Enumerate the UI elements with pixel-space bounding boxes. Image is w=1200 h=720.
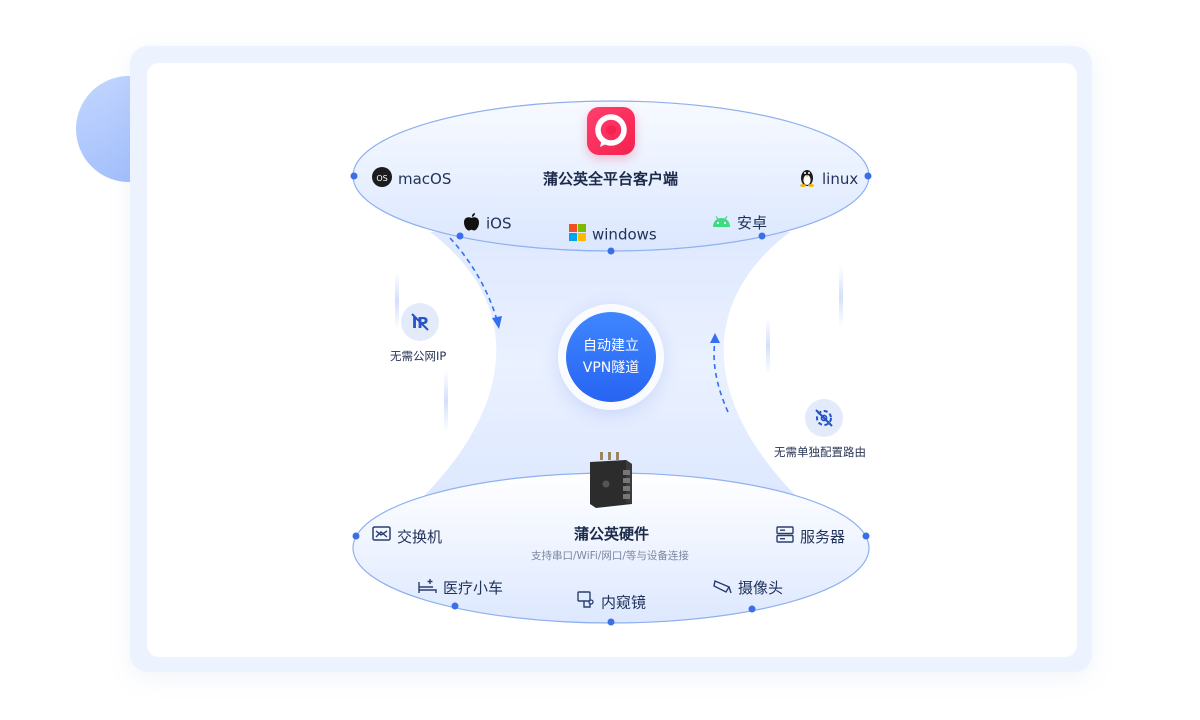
ellipse-dot (607, 247, 615, 255)
android-icon (712, 214, 731, 232)
macos-icon: OS (372, 167, 392, 191)
device-server-label: 服务器 (800, 528, 846, 546)
light-streak (444, 370, 448, 432)
vpn-line2: VPN隧道 (582, 360, 640, 376)
ellipse-dot (862, 532, 870, 540)
macos-badge-text: OS (376, 174, 387, 183)
endoscope-icon (577, 591, 595, 613)
device-camera: 摄像头 (713, 577, 783, 598)
pgy-logo-icon (587, 107, 635, 155)
device-switch-label: 交换机 (397, 528, 443, 546)
light-streak (839, 266, 843, 328)
ellipse-dot (864, 172, 872, 180)
platform-windows-label: windows (592, 225, 657, 244)
device-medical-cart: 医疗小车 (418, 577, 503, 598)
platform-android: 安卓 (712, 212, 767, 233)
platform-macos-label: macOS (398, 170, 452, 188)
linux-penguin-icon (798, 167, 816, 191)
platform-ios-label: iOS (486, 214, 512, 233)
platform-windows: windows (569, 224, 657, 245)
windows-icon (569, 224, 586, 245)
up-arrow-path (713, 339, 729, 413)
apple-icon (463, 212, 480, 235)
ellipse-dot (607, 618, 615, 626)
device-endoscope: 内窥镜 (577, 591, 646, 613)
platform-linux: linux (798, 167, 858, 191)
ellipse-dot (350, 172, 358, 180)
hardware-title: 蒲公英硬件 (574, 525, 650, 543)
platform-macos: OS macOS (372, 167, 451, 191)
ellipse-dot (758, 232, 766, 240)
server-icon (776, 526, 794, 547)
no-route-label: 无需单独配置路由 (774, 445, 866, 459)
platform-android-label: 安卓 (737, 214, 768, 232)
light-streak (395, 272, 399, 330)
no-public-ip-label: 无需公网IP (390, 349, 447, 363)
up-arrow-head (710, 333, 720, 343)
platform-ios: iOS (463, 212, 512, 235)
client-title: 蒲公英全平台客户端 (543, 170, 679, 188)
switch-icon (372, 526, 391, 547)
medical-cart-icon (418, 578, 437, 598)
down-arrow-path (449, 237, 498, 321)
light-streak (766, 318, 770, 374)
vpn-tunnel-badge: 自动建立 VPN隧道 (558, 304, 664, 410)
vpn-line1: 自动建立 (583, 338, 639, 354)
no-route-icon (805, 399, 843, 437)
down-arrow-head (492, 316, 502, 329)
device-server: 服务器 (776, 526, 845, 547)
ellipse-dot (456, 232, 464, 240)
camera-icon (713, 578, 732, 598)
platform-linux-label: linux (822, 170, 859, 188)
router-device-icon (586, 452, 634, 510)
vpn-tunnel-circle: 自动建立 VPN隧道 (566, 312, 656, 402)
device-endoscope-label: 内窥镜 (601, 593, 647, 612)
device-camera-label: 摄像头 (738, 579, 784, 597)
device-medical-cart-label: 医疗小车 (443, 579, 504, 597)
no-public-ip-icon: IP (401, 303, 439, 341)
device-switch: 交换机 (372, 526, 442, 547)
ellipse-dot (352, 532, 360, 540)
ellipse-dot (451, 602, 459, 610)
hardware-subtitle: 支持串口/WiFi/网口/等与设备连接 (531, 550, 689, 562)
ellipse-dot (748, 605, 756, 613)
